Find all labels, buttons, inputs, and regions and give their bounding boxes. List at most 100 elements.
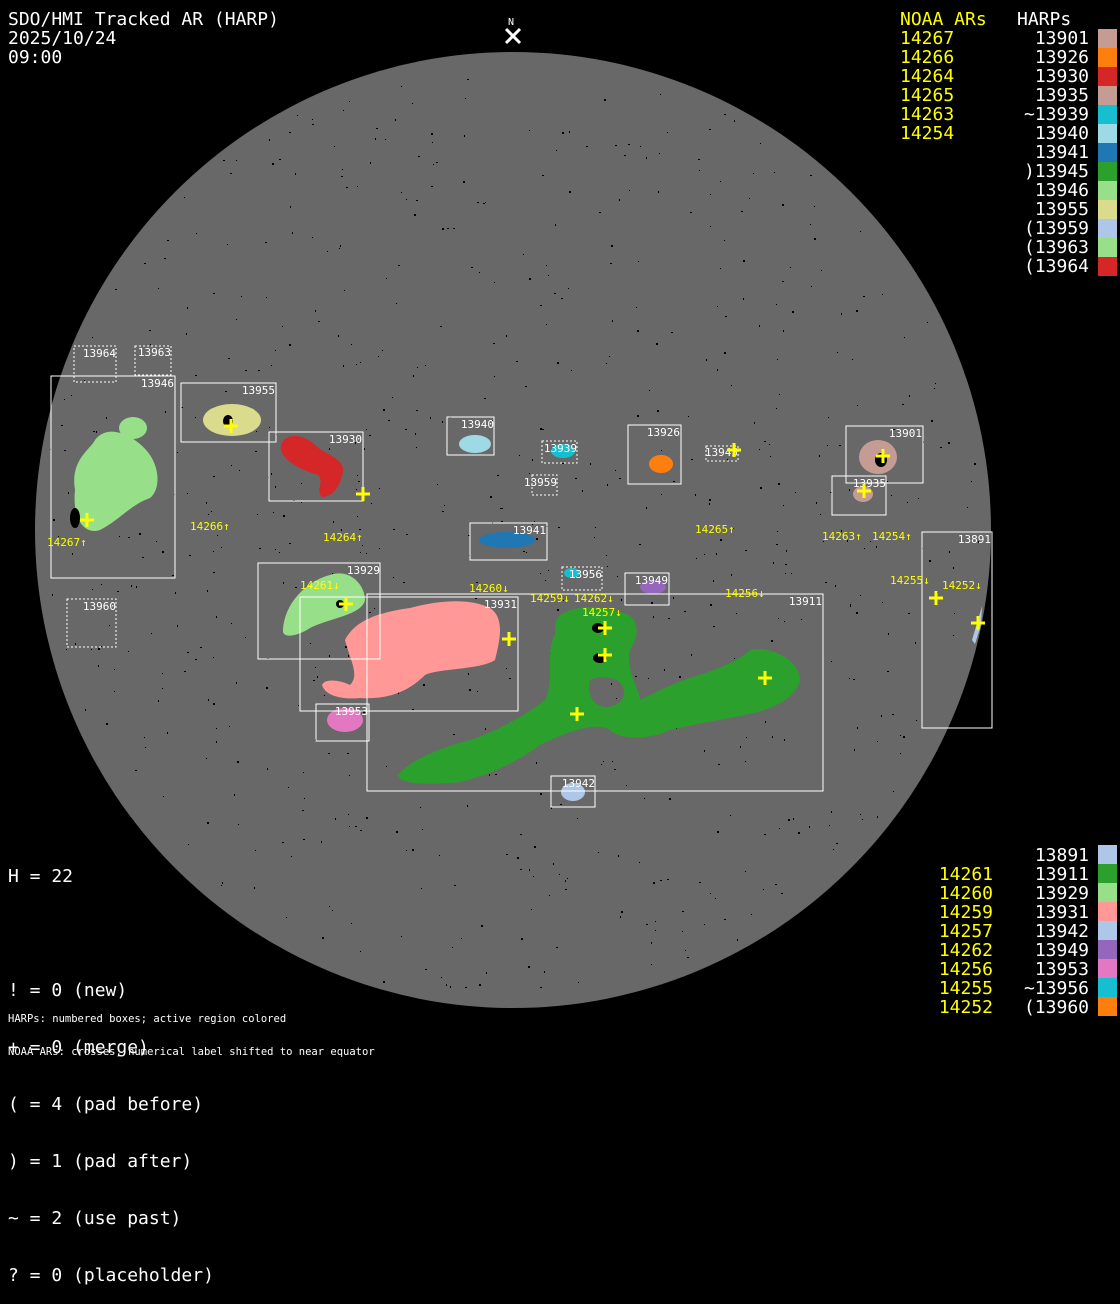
speck (477, 202, 479, 203)
harp-box-13955[interactable] (180, 382, 277, 443)
harp-box-13930[interactable] (268, 431, 364, 502)
speck (239, 470, 240, 471)
speck (590, 463, 591, 465)
speck (382, 350, 383, 351)
speck (563, 600, 564, 601)
speck (659, 153, 660, 154)
speck (740, 746, 741, 748)
noaa-cross-icon (971, 616, 985, 630)
speck (500, 508, 501, 509)
speck (439, 855, 440, 856)
speck (358, 481, 360, 482)
harp-box-13959[interactable] (531, 474, 558, 496)
speck (655, 921, 656, 922)
speck (109, 625, 110, 626)
speck (546, 324, 547, 325)
speck (418, 156, 420, 157)
speck (595, 527, 596, 528)
speck (534, 521, 535, 522)
speck (651, 964, 652, 965)
harp-box-13891[interactable] (921, 531, 993, 729)
region-13941 (479, 532, 535, 548)
speck (497, 475, 499, 476)
speck (614, 769, 616, 770)
speck (414, 214, 416, 216)
speck (814, 238, 816, 240)
speck (523, 254, 524, 255)
harp-box-13945[interactable] (705, 445, 739, 462)
speck (907, 502, 908, 503)
speck (743, 260, 745, 262)
harp-box-13946[interactable] (50, 375, 176, 579)
harp-box-13949[interactable] (624, 572, 670, 606)
speck (760, 487, 762, 489)
speck (841, 530, 842, 532)
speck (333, 521, 334, 523)
speck (423, 684, 425, 686)
speck (313, 680, 315, 681)
speck (71, 395, 72, 396)
color-swatch (1098, 86, 1117, 105)
speck (656, 343, 658, 345)
speck (254, 887, 255, 889)
speck (501, 521, 503, 522)
harp-box-13964[interactable] (73, 345, 117, 383)
harp-label: 13935 (853, 477, 886, 490)
speck (398, 265, 400, 266)
harp-box-13940[interactable] (446, 416, 495, 456)
speck (447, 228, 449, 229)
speck (542, 429, 544, 430)
speck (279, 159, 281, 160)
speck (621, 599, 622, 601)
color-swatch (1098, 143, 1117, 162)
speck (200, 526, 201, 527)
harp-box-13956[interactable] (561, 566, 603, 591)
speck (255, 850, 256, 851)
harp-box-13941[interactable] (469, 522, 548, 561)
harp-box-13929[interactable] (257, 562, 381, 660)
speck (927, 322, 928, 323)
speck (312, 237, 313, 238)
harp-label: 13942 (562, 777, 595, 790)
speck (273, 512, 274, 513)
harp-label: 13901 (889, 427, 922, 440)
speck (749, 198, 750, 199)
speck (754, 422, 755, 424)
speck (84, 380, 85, 381)
speck (230, 173, 232, 174)
noaa-item: 14257 (938, 921, 993, 942)
speck (918, 498, 919, 499)
harp-box-13926[interactable] (627, 424, 682, 485)
speck (599, 212, 601, 213)
speck (366, 817, 368, 819)
speck (940, 447, 942, 448)
speck (830, 492, 832, 493)
speck (329, 448, 330, 450)
speck (266, 297, 267, 298)
speck (343, 110, 344, 111)
speck (639, 862, 640, 863)
harp-box-13942[interactable] (550, 775, 596, 808)
speck (559, 874, 560, 875)
speck (450, 986, 451, 988)
harp-box-13931[interactable] (299, 596, 519, 712)
speck (770, 456, 771, 457)
speck (351, 923, 352, 924)
noaa-label: 14261↓ (300, 579, 340, 592)
speck (528, 966, 530, 968)
harp-box-13935[interactable] (831, 475, 887, 516)
speck (442, 228, 444, 230)
speck (310, 643, 311, 644)
speck (529, 130, 530, 131)
speck (673, 481, 675, 482)
footnote: HARPs: numbered boxes; active region col… (8, 1013, 287, 1025)
harp-box-13901[interactable] (845, 425, 924, 484)
harp-box-13960[interactable] (66, 598, 117, 648)
speck (348, 655, 349, 657)
harp-box-13939[interactable] (541, 440, 578, 464)
harp-box-13963[interactable] (134, 345, 172, 376)
speck (301, 502, 302, 503)
speck (405, 429, 407, 430)
harp-box-13953[interactable] (315, 703, 370, 742)
